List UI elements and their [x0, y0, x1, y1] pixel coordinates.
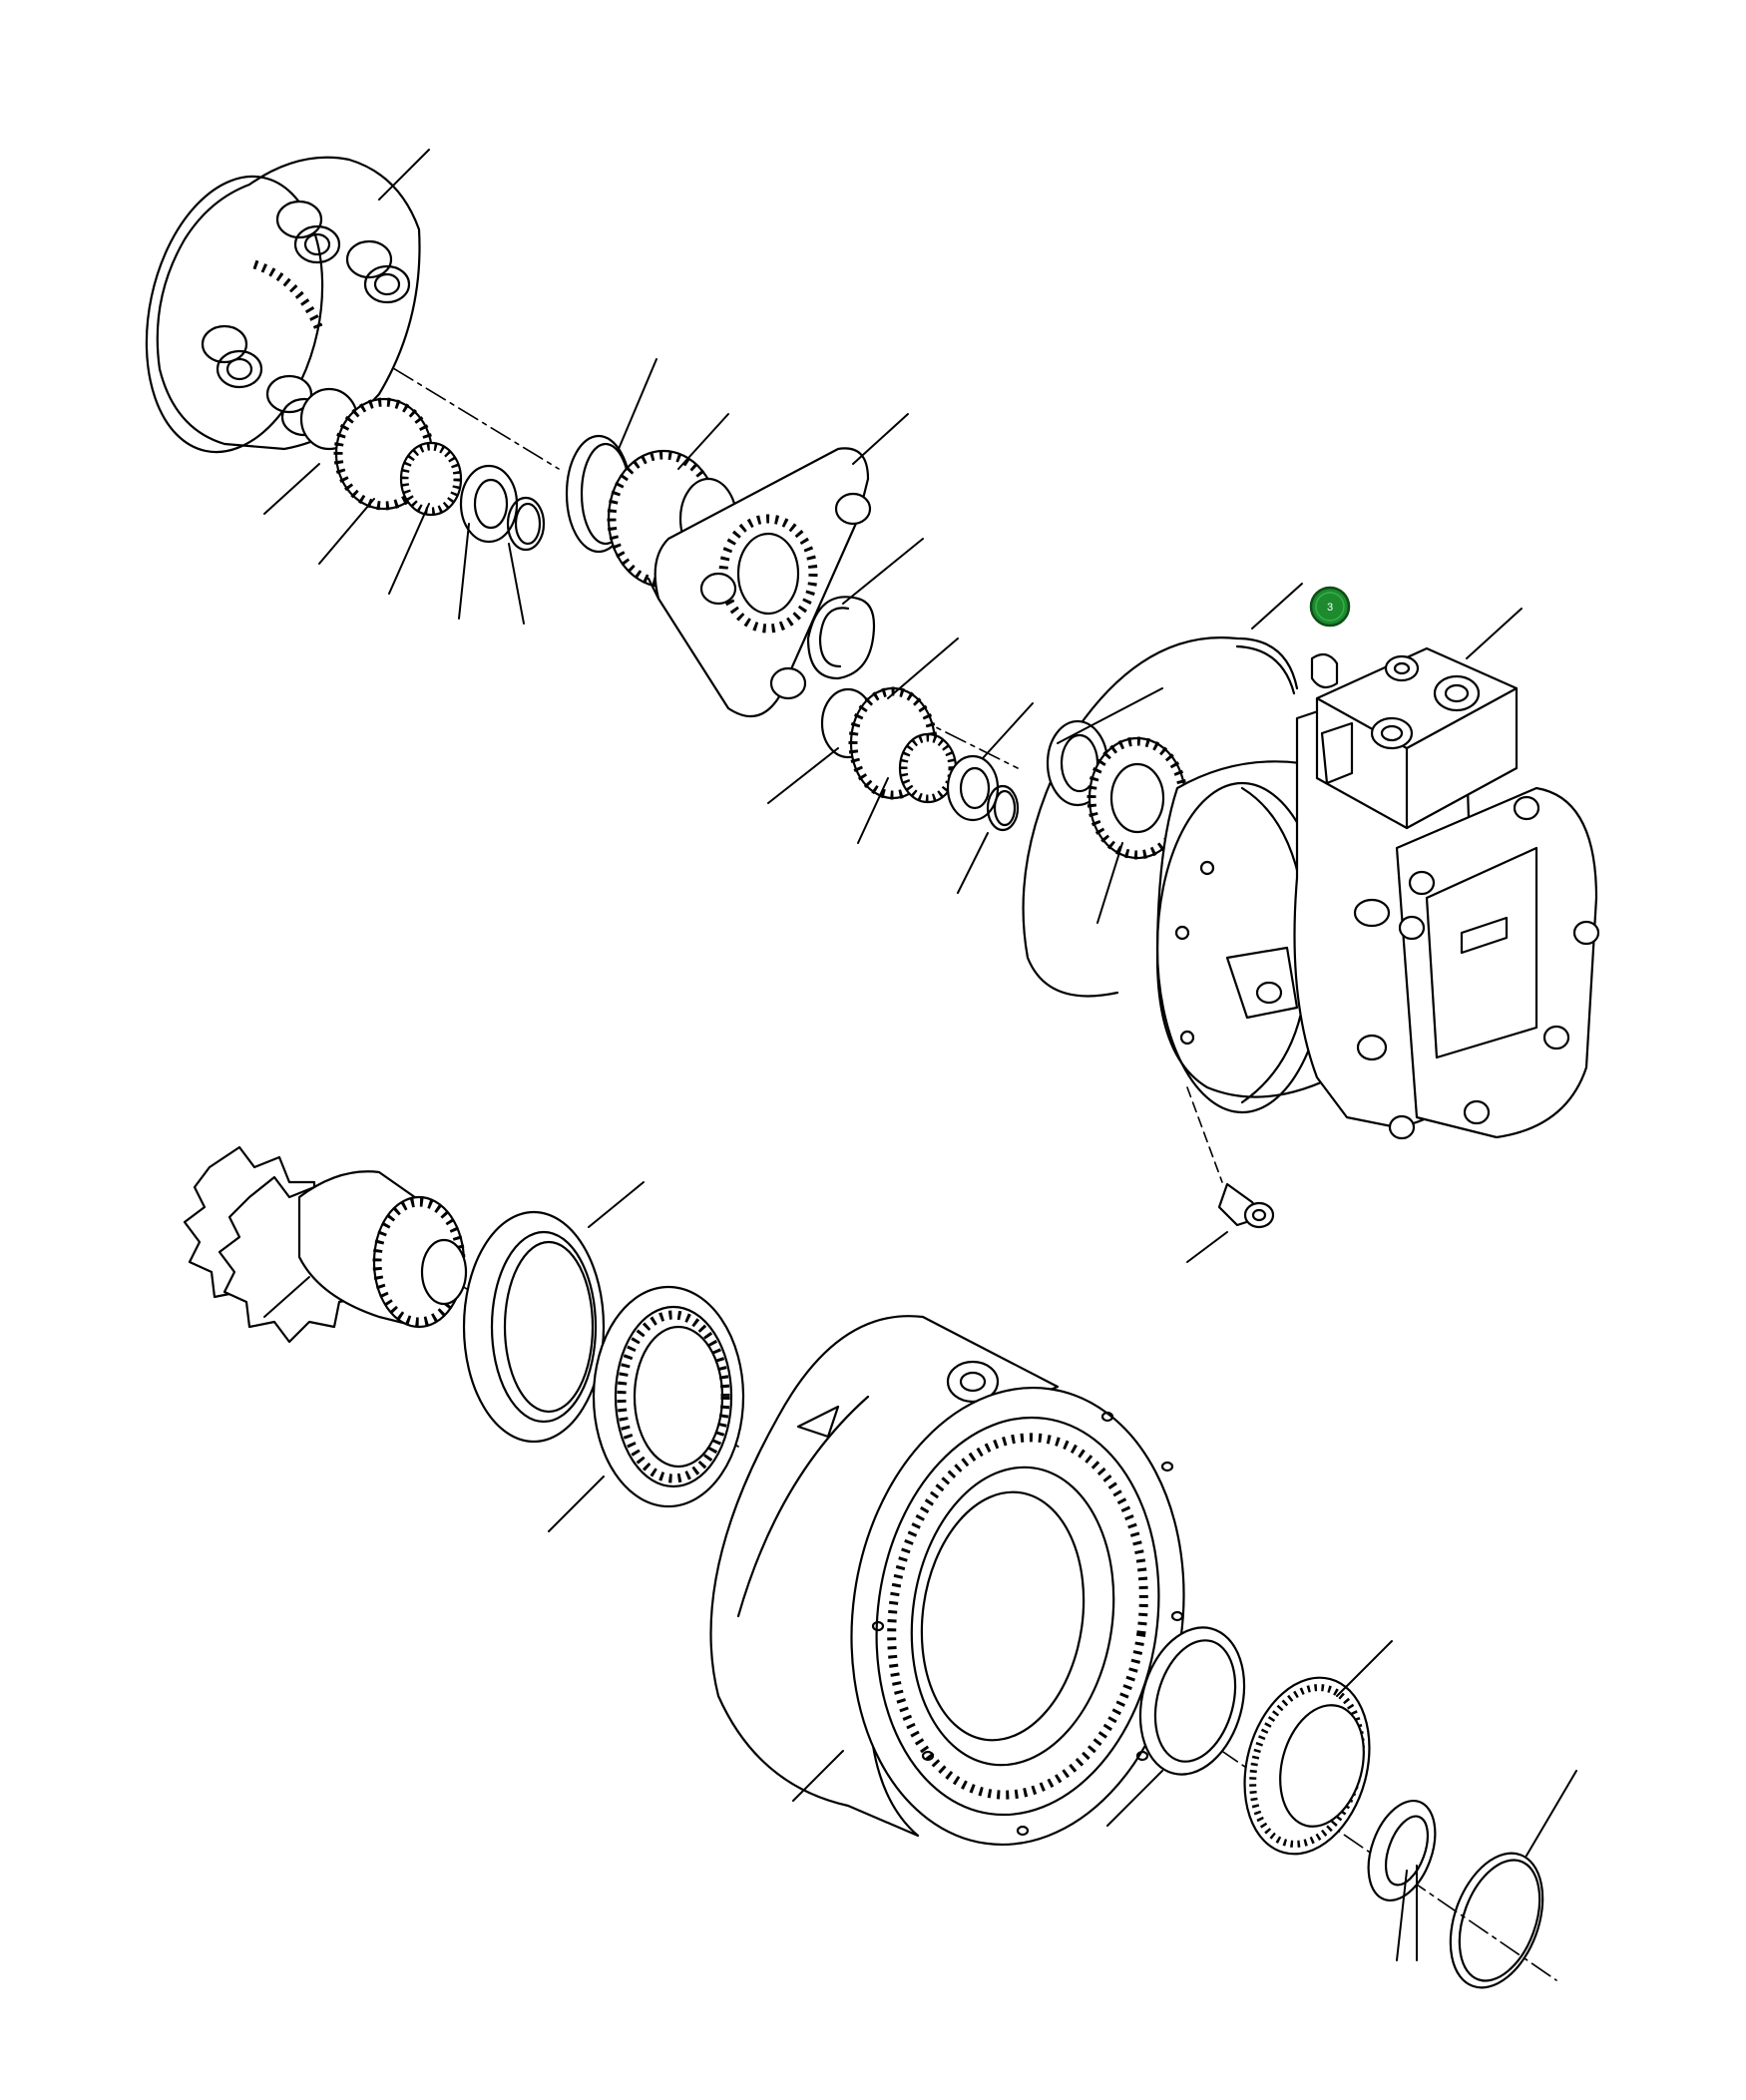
carrier-pin	[345, 239, 411, 304]
retaining-ring[interactable]	[1434, 1841, 1560, 2000]
planet-gear-small-1[interactable]	[299, 387, 463, 517]
planet-carrier-small[interactable]	[647, 447, 872, 718]
callout-label: 3	[1327, 602, 1333, 614]
ring-gear-hub[interactable]	[709, 1315, 1213, 1867]
callout-badge[interactable]: 3	[1309, 586, 1351, 628]
hydraulic-motor[interactable]	[1155, 646, 1600, 1140]
seal-ring[interactable]	[1124, 1616, 1259, 1787]
split-ring[interactable]	[1356, 1792, 1448, 1909]
snap-ring-1[interactable]	[506, 496, 546, 552]
carrier-pin	[265, 374, 328, 437]
thrust-washer-2[interactable]	[946, 754, 1000, 822]
snap-ring-3[interactable]	[986, 784, 1020, 832]
taper-roller-bearing[interactable]	[1226, 1664, 1388, 1869]
thrust-washer-1[interactable]	[459, 464, 519, 544]
roller-bearing-1[interactable]	[592, 1285, 745, 1508]
carrier-pin	[275, 200, 341, 264]
floating-seal[interactable]	[462, 1210, 606, 1444]
cap-screw[interactable]	[1217, 1182, 1275, 1229]
snap-ring-2[interactable]	[806, 596, 876, 680]
callout-inner-ring	[1315, 592, 1345, 622]
planet-carrier-large[interactable]	[123, 156, 421, 469]
planet-gear-small-2[interactable]	[820, 686, 958, 804]
leader-lines	[263, 149, 1577, 1961]
carrier-pin	[201, 324, 263, 389]
sprocket-shaft[interactable]	[183, 1145, 468, 1344]
